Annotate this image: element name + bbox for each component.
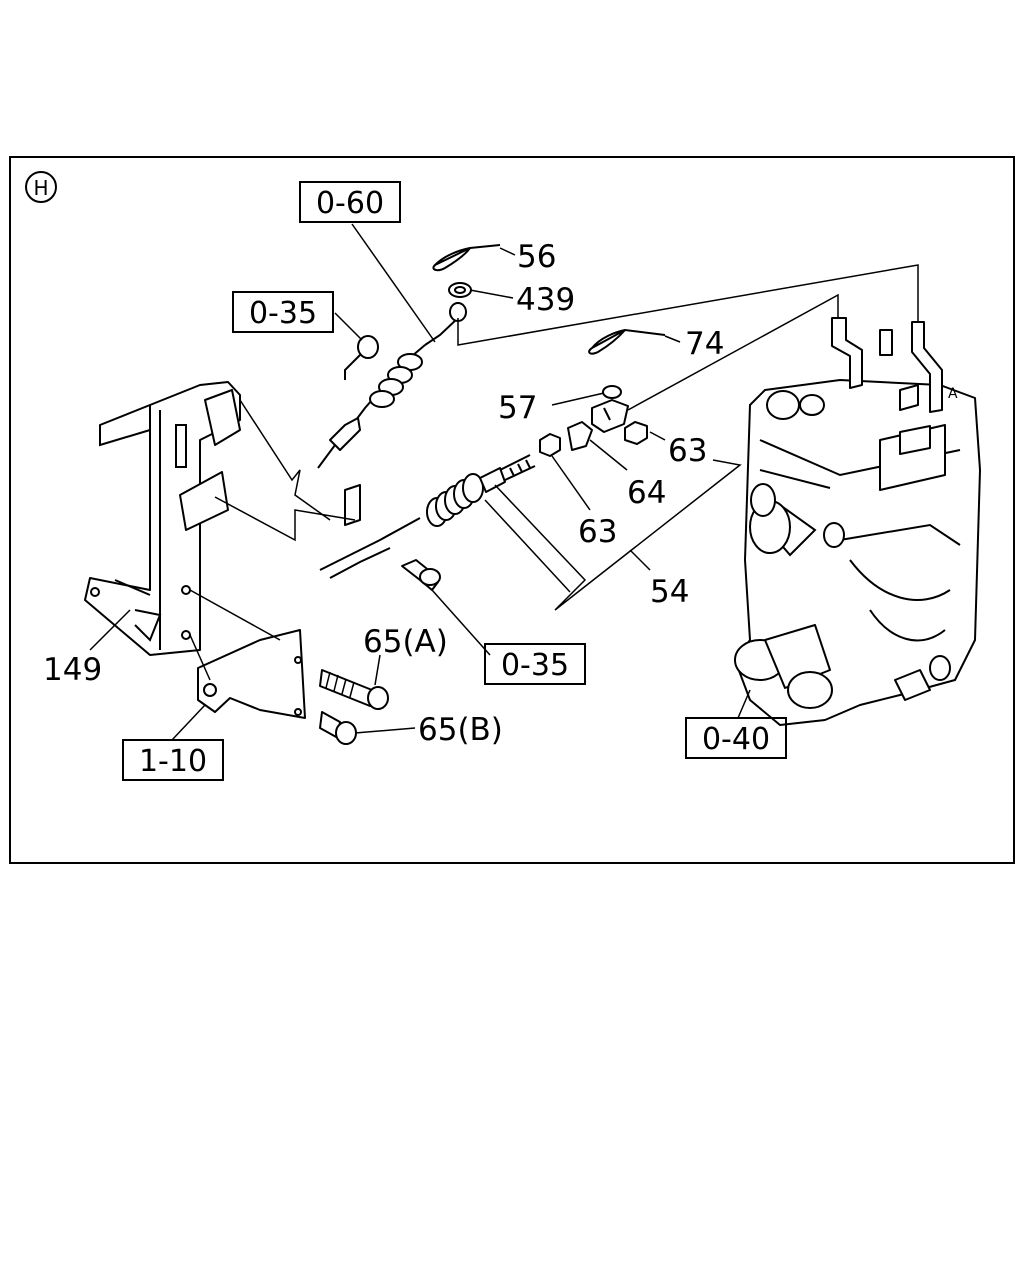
ref-box-0-60[interactable]: 0-60 [299, 181, 401, 223]
nut-63-mid [539, 433, 561, 457]
label-439: 439 [516, 282, 575, 318]
ref-box-0-35-top[interactable]: 0-35 [232, 291, 334, 333]
label-65a: 65(A) [363, 624, 448, 660]
label-54: 54 [650, 574, 689, 610]
label-56: 56 [517, 239, 556, 275]
svg-text:0-35: 0-35 [249, 296, 317, 331]
label-64: 64 [627, 475, 666, 511]
ref-box-1-10[interactable]: 1-10 [122, 739, 224, 781]
label-57: 57 [498, 390, 537, 426]
bracket-64 [567, 421, 593, 451]
ref-box-0-40[interactable]: 0-40 [685, 717, 787, 759]
section-marker: H [25, 171, 57, 203]
svg-text:0-40: 0-40 [702, 722, 770, 757]
bolt-65b [319, 711, 357, 745]
label-65b: 65(B) [418, 712, 503, 748]
leader-lines [89, 223, 919, 741]
clip-56 [432, 244, 501, 272]
pivot-block [591, 399, 629, 433]
bolt-65a [319, 669, 389, 710]
throttle-cable-upper [317, 302, 467, 469]
svg-text:0-60: 0-60 [316, 186, 384, 221]
svg-text:0-35: 0-35 [501, 648, 569, 683]
throttle-cable-lower [319, 454, 536, 579]
label-74: 74 [685, 326, 724, 362]
clip-74 [588, 328, 666, 355]
bracket-plate [197, 629, 306, 719]
label-63-right: 63 [668, 433, 707, 469]
svg-text:H: H [33, 176, 48, 200]
washer-439 [448, 282, 472, 298]
label-149: 149 [43, 652, 102, 688]
injection-pump: A [734, 317, 981, 726]
pump-mark-a: A [948, 386, 958, 402]
bolt-0-35-lower [401, 559, 441, 591]
label-63-mid: 63 [578, 514, 617, 550]
nut-63-right [624, 421, 648, 445]
ref-box-0-35-bottom[interactable]: 0-35 [484, 643, 586, 685]
diagram-frame [9, 156, 1015, 864]
bracket-149 [84, 381, 241, 656]
washer-57 [602, 385, 622, 399]
svg-text:1-10: 1-10 [139, 744, 207, 779]
